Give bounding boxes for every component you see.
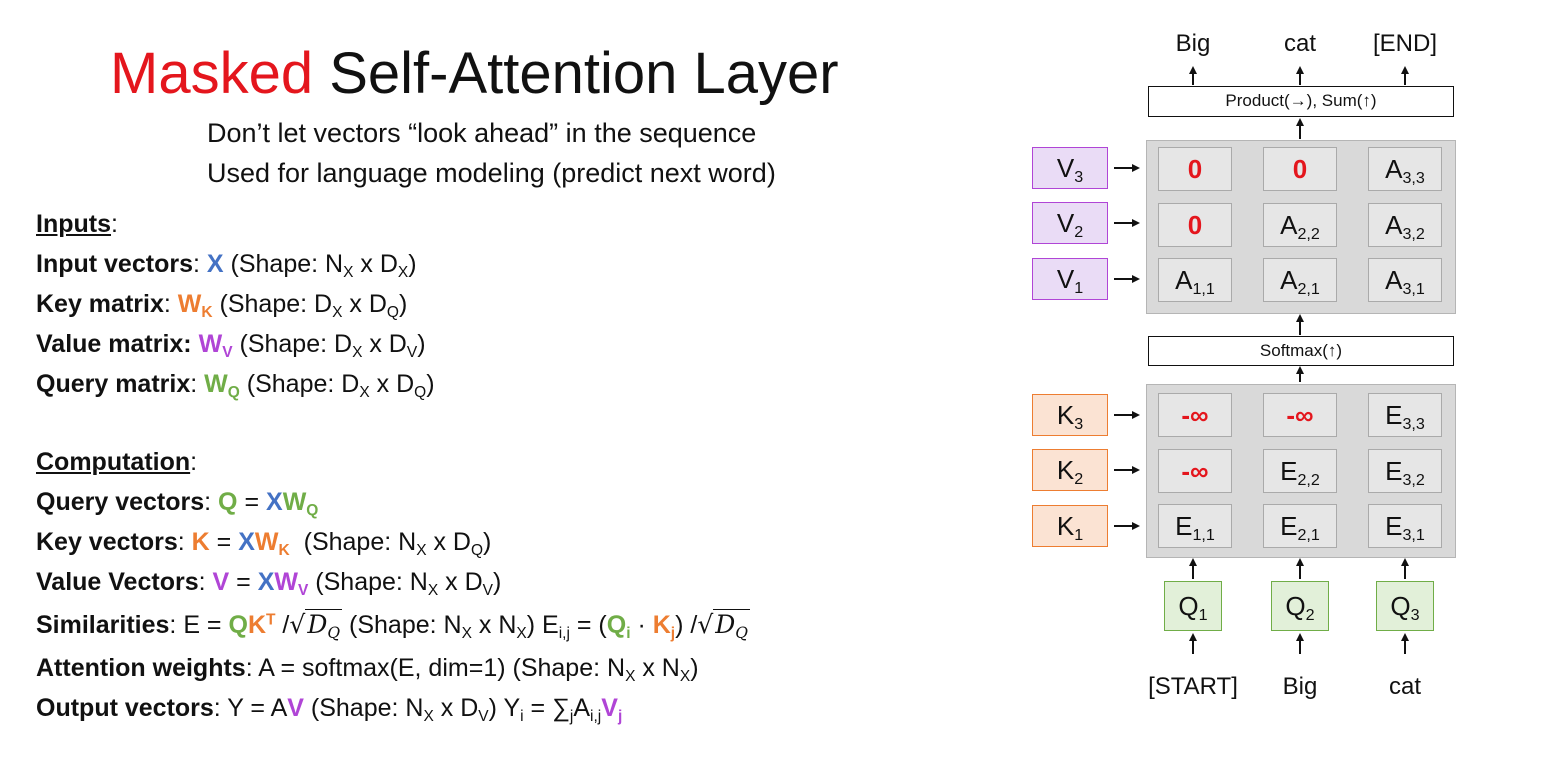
- key-vector-1: K1: [1032, 505, 1108, 547]
- query-vector-3: Q3: [1376, 581, 1434, 631]
- attention-cell-r2-c2: A2,2: [1263, 202, 1337, 247]
- similarity-cell-r2-c2: E2,2: [1263, 448, 1337, 493]
- output-vectors-line: Output vectors: Y = AV (Shape: NX x DV) …: [36, 694, 623, 725]
- computation-heading: Computation: [36, 448, 191, 476]
- query-vector-1: Q1: [1164, 581, 1222, 631]
- similarity-cell-r3-c3: E3,1: [1368, 504, 1442, 548]
- value-vector-2: V2: [1032, 202, 1108, 244]
- similarity-cell-r1-c2: -∞: [1263, 393, 1337, 437]
- output-label-1: Big: [1175, 30, 1211, 57]
- query-matrix-line: Query matrix: WQ (Shape: DX x DQ): [36, 370, 435, 401]
- key-matrix-line: Key matrix: WK (Shape: DX x DQ): [36, 290, 408, 321]
- input-token-3: cat: [1388, 673, 1421, 700]
- key-vector-3: K3: [1032, 394, 1108, 436]
- similarity-cell-r1-c1: -∞: [1158, 393, 1232, 437]
- attention-cell-r2-c3: A3,2: [1368, 202, 1442, 247]
- inputs-heading-line: Inputs:: [36, 210, 118, 238]
- query-vectors-line: Query vectors: Q = XWQ: [36, 488, 319, 519]
- page-title: Masked Self-Attention Layer: [110, 40, 839, 107]
- similarity-cell-r2-c3: E3,2: [1368, 448, 1442, 493]
- key-vector-2: K2: [1032, 449, 1108, 491]
- input-token-2: Big: [1282, 673, 1318, 700]
- softmax-bar: Softmax(↑): [1148, 336, 1454, 366]
- similarity-cell-r1-c3: E3,3: [1368, 393, 1442, 437]
- similarity-cell-r2-c1: -∞: [1158, 448, 1232, 493]
- value-matrix-line: Value matrix: WV (Shape: DX x DV): [36, 330, 426, 361]
- attention-cell-r3-c1: A1,1: [1158, 258, 1232, 302]
- output-label-3: [END]: [1372, 30, 1437, 57]
- subtitle-2: Used for language modeling (predict next…: [207, 158, 776, 188]
- attention-cell-r1-c3: A3,3: [1368, 147, 1442, 191]
- attention-cell-r2-c1: 0: [1158, 202, 1232, 247]
- input-token-1: [START]: [1148, 673, 1238, 700]
- input-vectors-line: Input vectors: X (Shape: NX x DX): [36, 250, 417, 281]
- attention-cell-r1-c2: 0: [1263, 147, 1337, 191]
- similarity-cell-r3-c2: E2,1: [1263, 504, 1337, 548]
- key-vectors-line: Key vectors: K = XWK (Shape: NX x DQ): [36, 528, 492, 559]
- attention-weights-line: Attention weights: A = softmax(E, dim=1)…: [36, 654, 699, 685]
- subtitle-1: Don’t let vectors “look ahead” in the se…: [207, 118, 757, 148]
- value-vector-1: V1: [1032, 258, 1108, 300]
- similarities-line: Similarities: E = QKT /√DQ (Shape: NX x …: [36, 609, 751, 642]
- inputs-heading: Inputs: [36, 210, 111, 238]
- similarity-cell-r3-c1: E1,1: [1158, 504, 1232, 548]
- computation-heading-line: Computation:: [36, 448, 198, 476]
- attention-cell-r1-c1: 0: [1158, 147, 1232, 191]
- product-sum-bar: Product(→), Sum(↑): [1148, 86, 1454, 117]
- output-label-2: cat: [1283, 30, 1316, 57]
- title-rest: Self-Attention Layer: [329, 41, 839, 106]
- attention-cell-r3-c2: A2,1: [1263, 258, 1337, 302]
- title-masked: Masked: [110, 41, 314, 106]
- value-vectors-line: Value Vectors: V = XWV (Shape: NX x DV): [36, 568, 502, 599]
- query-vector-2: Q2: [1271, 581, 1329, 631]
- value-vector-3: V3: [1032, 147, 1108, 189]
- attention-cell-r3-c3: A3,1: [1368, 258, 1442, 302]
